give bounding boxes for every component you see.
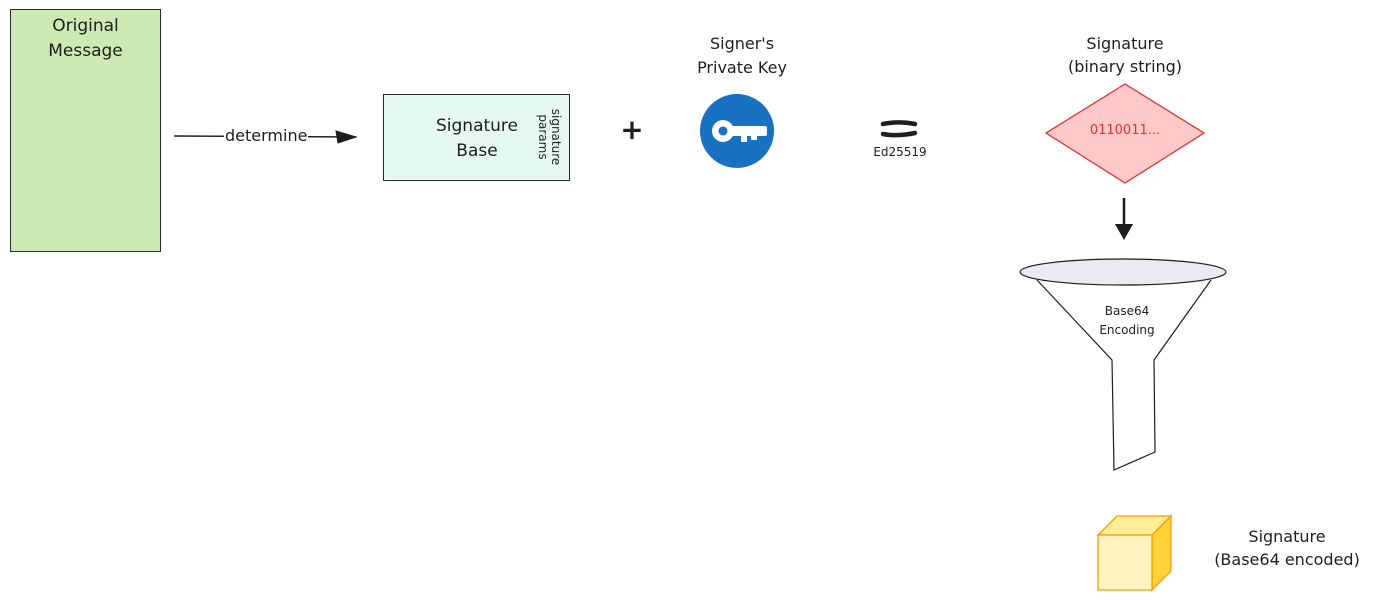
binary-value: 0110011... (1089, 123, 1161, 138)
signature-base-box (383, 94, 570, 181)
funnel-icon (1019, 258, 1227, 471)
private-key-label: Signer's Private Key (697, 34, 787, 77)
down-arrow (1115, 198, 1133, 240)
signature-base-label: Signature Base (435, 116, 518, 161)
signature-binary-diamond (1044, 83, 1206, 184)
determine-label: determine (224, 125, 309, 147)
signature-binary-label: Signature (binary string) (1067, 34, 1183, 76)
base64-encoding-label: Base64 Encoding (1099, 304, 1155, 337)
key-icon (700, 94, 774, 168)
signature-base64-label: Signature (Base64 encoded) (1214, 527, 1360, 569)
signature-cube-icon (1096, 514, 1173, 592)
equals-icon (880, 120, 918, 138)
original-message-box (10, 9, 161, 252)
plus-operator: + (620, 113, 644, 146)
original-message-label: Original Message (48, 16, 123, 61)
algorithm-label: Ed25519 (873, 145, 927, 159)
signature-params-label: signature params (536, 108, 563, 166)
